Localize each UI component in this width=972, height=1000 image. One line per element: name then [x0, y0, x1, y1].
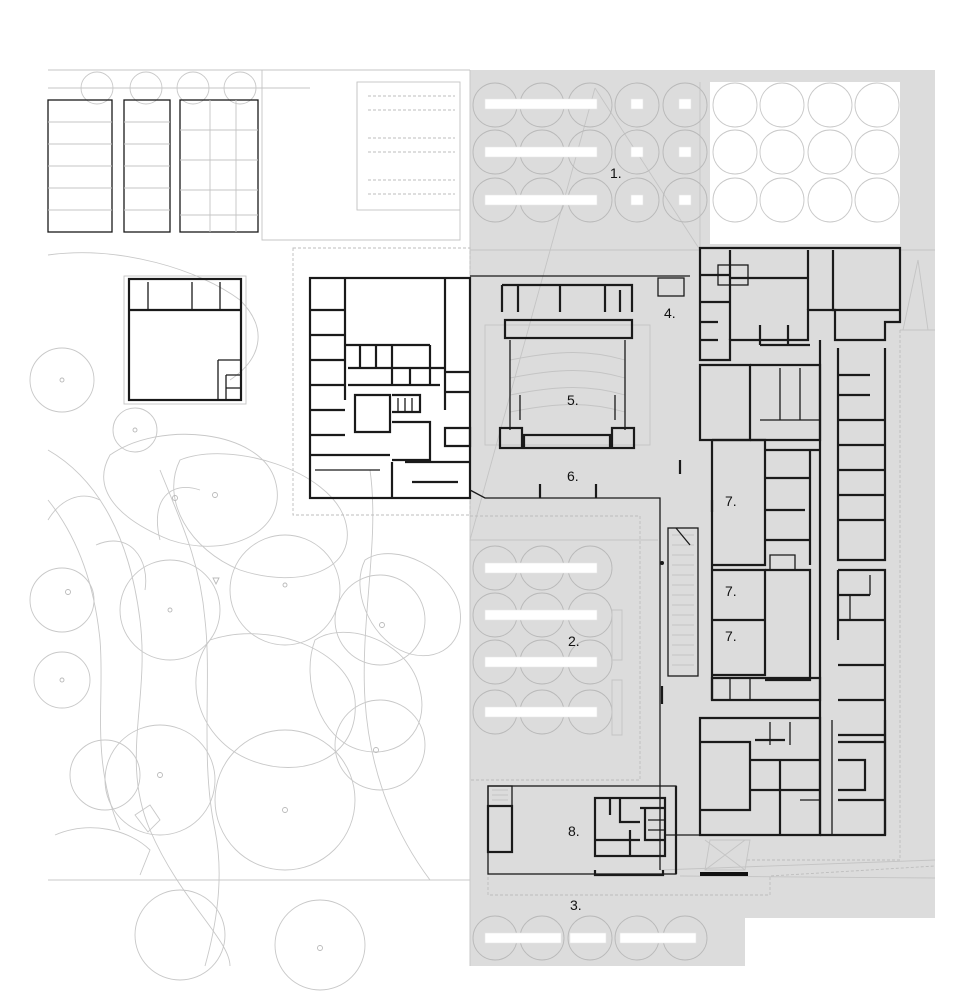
- label-4: 4.: [664, 305, 676, 321]
- tree-garden-white: [710, 82, 900, 244]
- label-7-upper: 7.: [725, 493, 737, 509]
- label-8: 8.: [568, 823, 580, 839]
- pavilion-8: [486, 785, 710, 877]
- label-6: 6.: [567, 468, 579, 484]
- plan-labels: 1. 2. 3. 4. 5. 6. 7. 7. 7. 8.: [567, 165, 737, 913]
- ramp: [660, 500, 714, 704]
- landscape-left: [29, 69, 470, 991]
- label-7-middle: 7.: [725, 583, 737, 599]
- building-right: [698, 246, 902, 876]
- label-2: 2.: [568, 633, 580, 649]
- label-7-lower: 7.: [725, 628, 737, 644]
- plaza-hint-lines: [469, 70, 936, 966]
- label-5: 5.: [567, 392, 579, 408]
- top-left-boxes: [47, 81, 461, 233]
- auditorium: [484, 283, 651, 450]
- building-middle-left: [292, 247, 472, 516]
- paved-plaza: [470, 70, 935, 966]
- foyer-walls: [469, 275, 690, 870]
- label-3: 3.: [570, 897, 582, 913]
- label-1: 1.: [610, 165, 622, 181]
- white-corner-lower-right: [745, 918, 935, 966]
- plaza-trees: [472, 82, 900, 961]
- building-small-left: [123, 275, 247, 405]
